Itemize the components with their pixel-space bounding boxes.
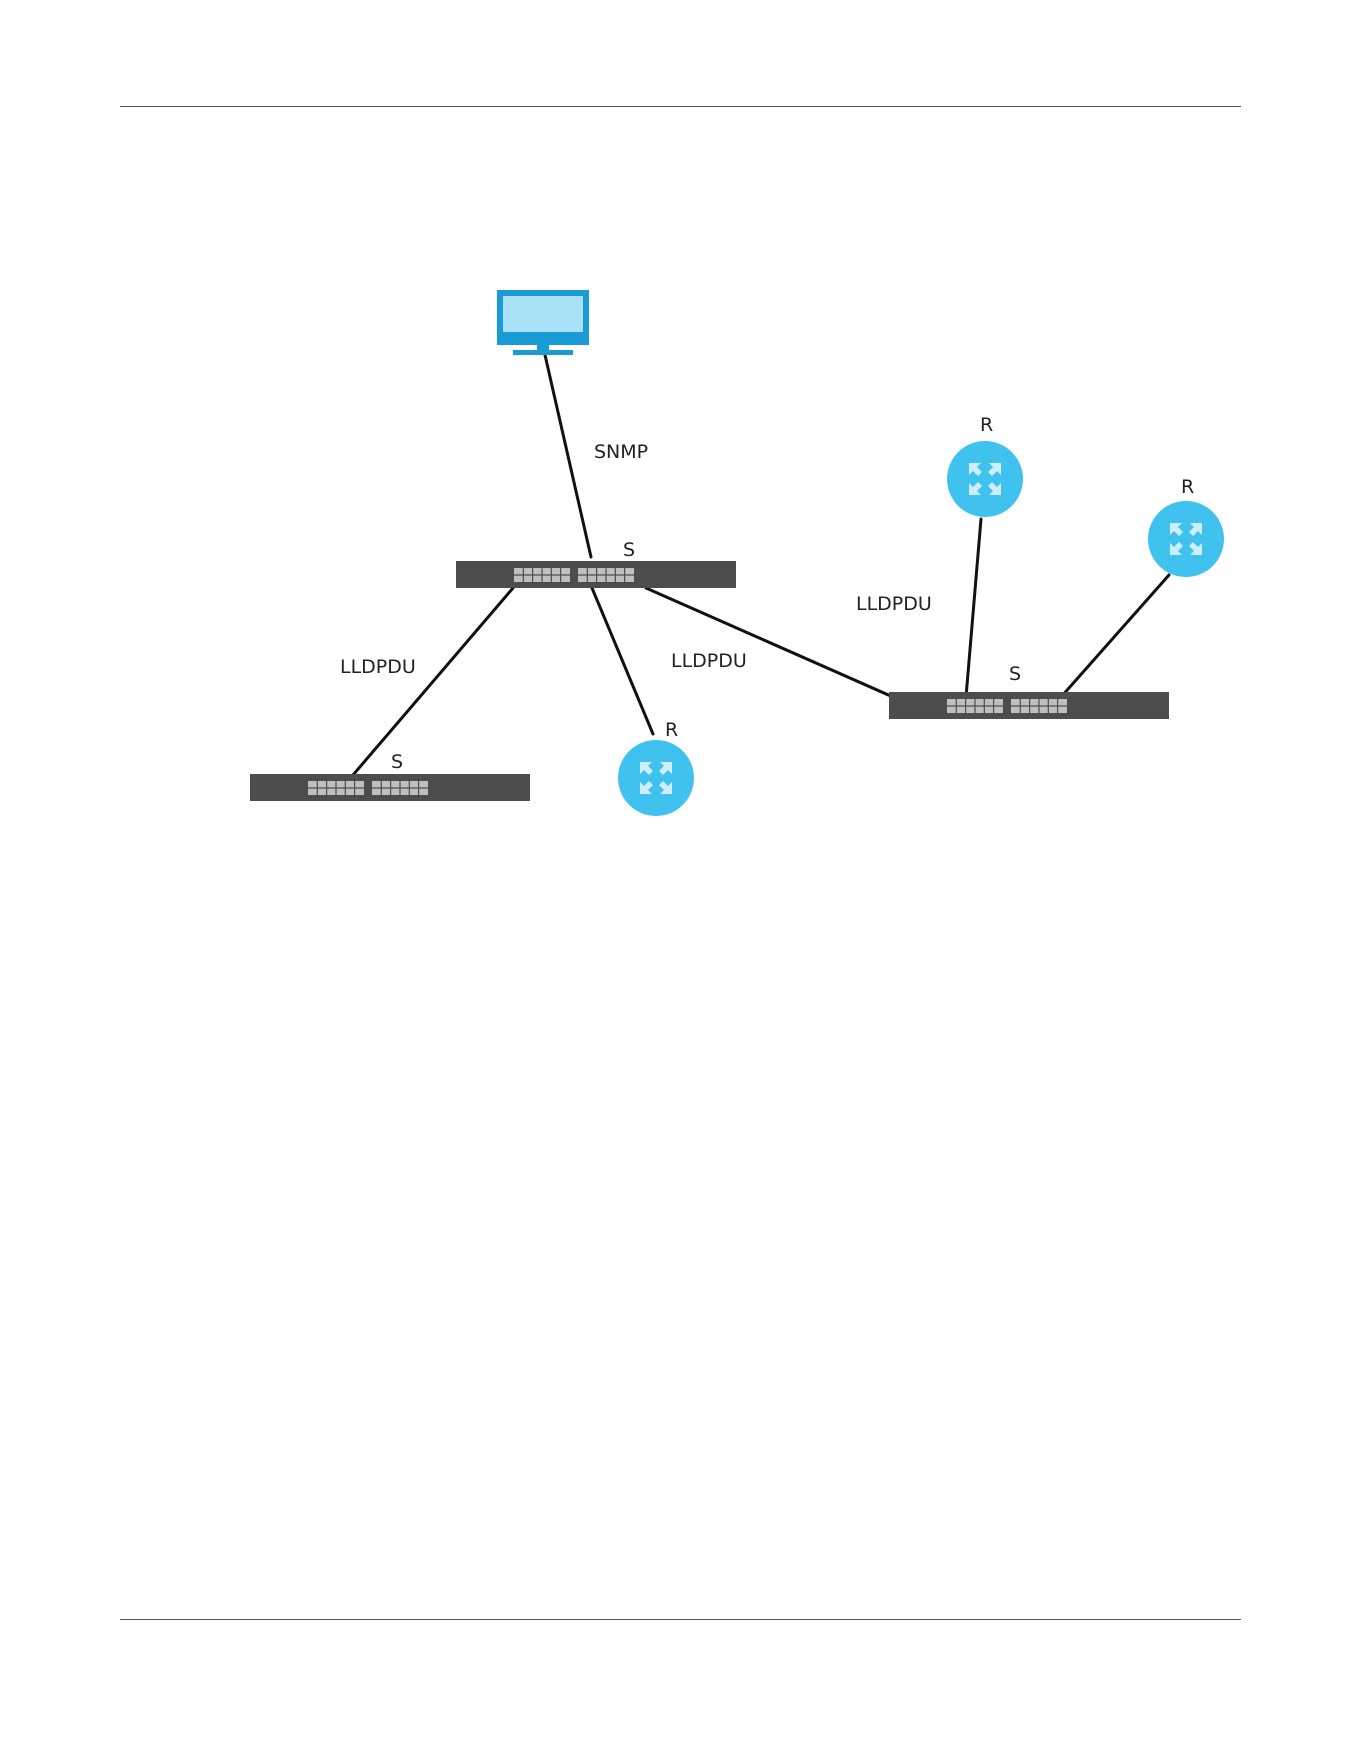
monitor-icon [497, 290, 589, 355]
link-central-to-left-switch [353, 588, 513, 775]
lldpdu-label-middle: LLDPDU [671, 650, 747, 672]
link-right-switch-to-top-router [966, 519, 981, 697]
switch-label-central: S [623, 539, 635, 561]
network-switch-icon-right [889, 692, 1169, 719]
switch-label-left: S [391, 751, 403, 773]
router-label-center: R [665, 719, 678, 741]
router-label-top: R [980, 414, 993, 436]
link-snmp [545, 355, 591, 557]
switch-label-right: S [1009, 663, 1021, 685]
router-icon-top [947, 441, 1023, 517]
router-icon-center [618, 740, 694, 816]
lldpdu-label-right: LLDPDU [856, 593, 932, 615]
link-right-switch-to-far-router [1061, 575, 1169, 697]
link-central-to-router [592, 588, 653, 734]
network-switch-icon-central [456, 561, 736, 588]
router-label-far: R [1181, 476, 1194, 498]
router-icon-far [1148, 501, 1224, 577]
lldpdu-label-left: LLDPDU [340, 656, 416, 678]
network-switch-icon-left [250, 774, 530, 801]
snmp-label: SNMP [594, 441, 648, 463]
